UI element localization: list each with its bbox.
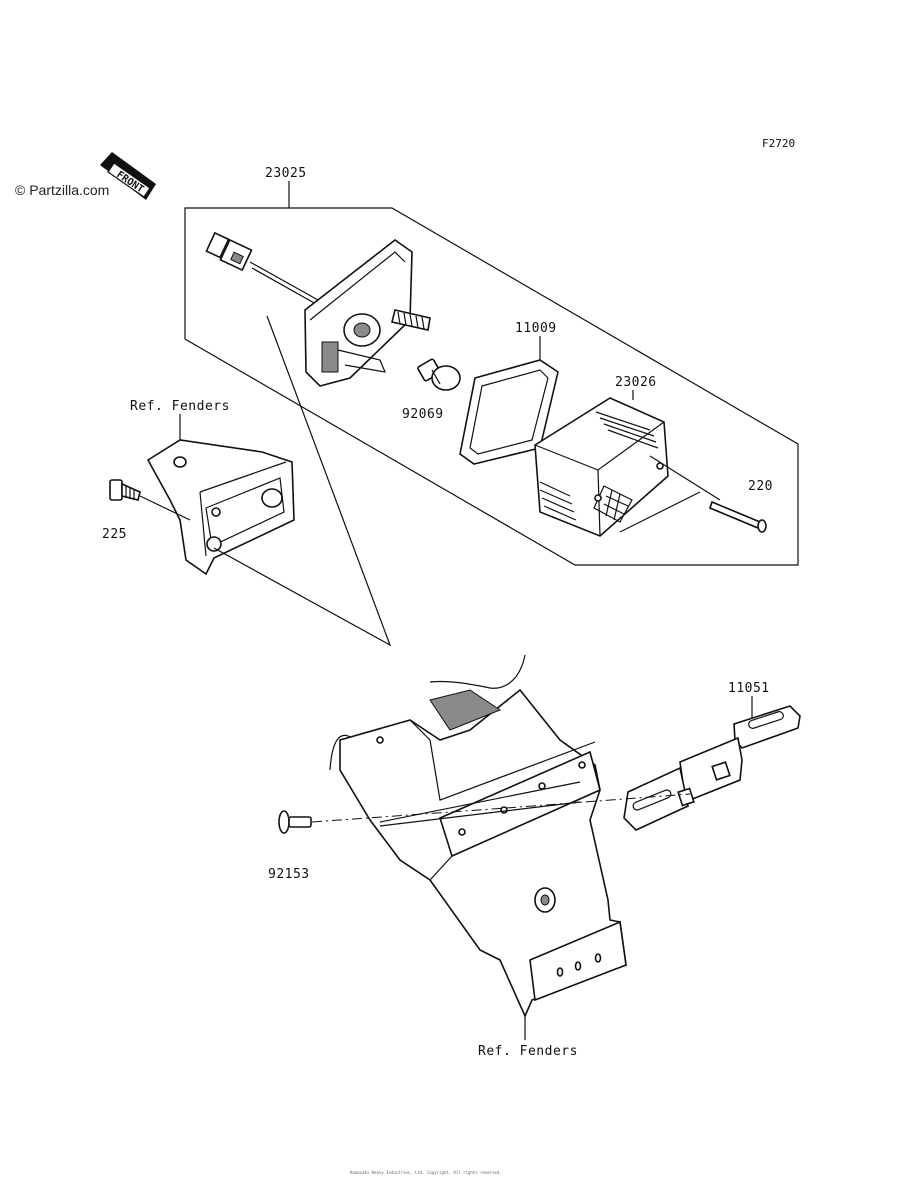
label-23026[interactable]: 23026 (615, 375, 657, 390)
label-11051[interactable]: 11051 (728, 681, 770, 696)
label-225[interactable]: 225 (102, 527, 127, 542)
assembly-pointer (213, 315, 392, 647)
screw-220[interactable] (709, 500, 767, 533)
tail-light-bracket[interactable] (146, 439, 295, 576)
label-23025[interactable]: 23025 (265, 166, 307, 181)
lens-screw-line (619, 455, 721, 533)
front-direction-badge: FRONT (100, 152, 156, 200)
label-ref-fenders-bottom[interactable]: Ref. Fenders (478, 1044, 578, 1059)
tail-lamp-housing[interactable] (304, 239, 431, 387)
label-220[interactable]: 220 (748, 479, 773, 494)
leader-225 (139, 495, 191, 521)
label-ref-fenders-top[interactable]: Ref. Fenders (130, 399, 230, 414)
bulb-92069[interactable] (417, 358, 461, 391)
lens-23026[interactable] (534, 397, 669, 537)
footer-copyright: Kawasaki Heavy Industries, Ltd. Copyrigh… (350, 1170, 502, 1175)
watermark: © Partzilla.com (15, 182, 109, 198)
bolt-225[interactable] (109, 479, 141, 501)
label-92069[interactable]: 92069 (402, 407, 444, 422)
wire-connector[interactable] (205, 231, 319, 305)
rear-fender[interactable] (329, 654, 627, 1018)
label-92153[interactable]: 92153 (268, 867, 310, 882)
bracket-edge-line (379, 781, 581, 827)
label-11009[interactable]: 11009 (515, 321, 557, 336)
screw-92153[interactable] (278, 810, 312, 834)
watermark-text: © Partzilla.com (15, 182, 109, 198)
install-line-screw (311, 807, 507, 823)
license-plate-bracket-11051[interactable] (623, 705, 801, 831)
diagram-code: F2720 (762, 137, 795, 150)
assembly-frame (184, 207, 799, 566)
